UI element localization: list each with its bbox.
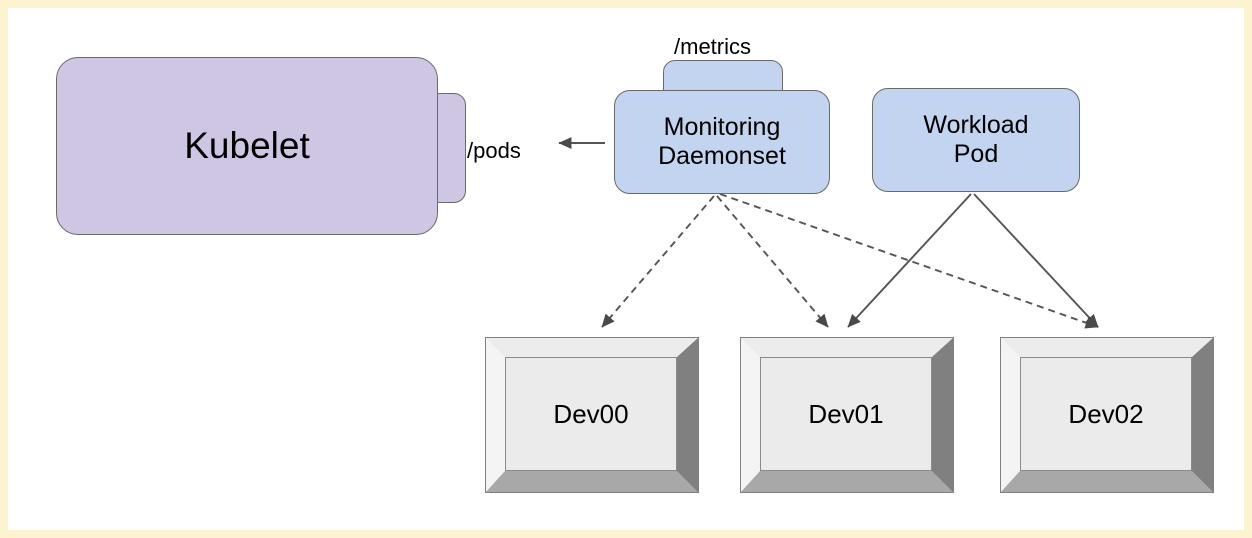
node-monitoring-daemonset[interactable]: Monitoring Daemonset (614, 90, 830, 194)
node-workload-pod-line2: Pod (953, 140, 999, 168)
diagram-canvas: Kubelet /pods /metrics Monitoring Daemon… (8, 8, 1244, 530)
edge-monitoring-to-dev00 (601, 195, 715, 328)
node-monitoring-daemonset-line2: Daemonset (658, 142, 786, 170)
node-workload-pod[interactable]: Workload Pod (872, 88, 1080, 192)
node-kubelet[interactable]: Kubelet (56, 57, 438, 235)
edge-workload-to-dev01 (847, 193, 972, 328)
dev02-face: Dev02 (1020, 357, 1192, 471)
node-dev01[interactable]: Dev01 (740, 337, 954, 493)
dev01-face: Dev01 (760, 357, 932, 471)
node-dev02-label: Dev02 (1068, 398, 1144, 429)
edge-monitoring-to-dev01 (716, 195, 829, 328)
label-pods: /pods (467, 138, 521, 163)
label-metrics: /metrics (674, 34, 751, 59)
node-dev00-label: Dev00 (553, 398, 629, 429)
node-workload-pod-label: Workload Pod (923, 111, 1028, 169)
node-monitoring-daemonset-line1: Monitoring (663, 113, 781, 142)
node-dev02[interactable]: Dev02 (1000, 337, 1214, 493)
node-kubelet-label: Kubelet (184, 124, 310, 166)
node-dev01-label: Dev01 (808, 398, 884, 429)
node-dev00[interactable]: Dev00 (485, 337, 699, 493)
edge-workload-to-dev02 (973, 193, 1099, 328)
dev00-face: Dev00 (505, 357, 677, 471)
node-monitoring-daemonset-label: Monitoring Daemonset (658, 113, 786, 171)
node-workload-pod-line1: Workload (923, 111, 1029, 140)
edge-monitoring-to-dev02 (719, 193, 1099, 329)
